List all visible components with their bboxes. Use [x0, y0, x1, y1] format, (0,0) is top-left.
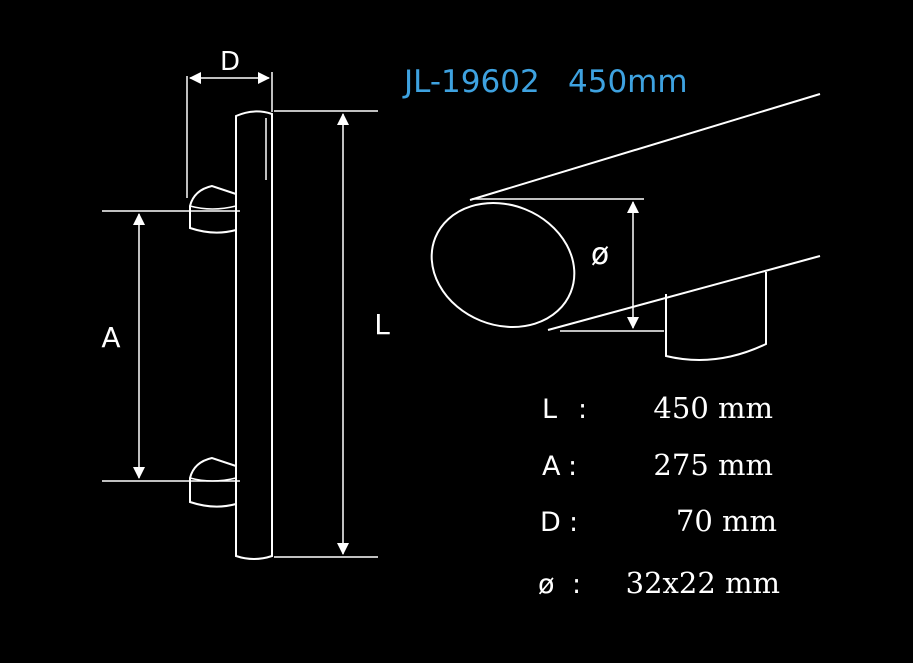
support-post [665, 272, 767, 361]
spec-sep-l: : [578, 394, 587, 425]
spec-key-phi: ø [538, 569, 555, 600]
spec-key-l: L [542, 394, 557, 425]
l-label: L [374, 308, 390, 341]
spec-value-phi: 32x22 mm [626, 566, 780, 600]
spec-table: L : 450 mm A : 275 mm D : 70 mm ø : 32x2… [538, 391, 780, 600]
oval-section [430, 202, 576, 328]
spec-sep-d: : [569, 507, 578, 538]
product-length: 450mm [568, 64, 688, 100]
product-model: JL-19602 [402, 64, 540, 100]
phi-label: ø [591, 237, 609, 272]
handle-bar [235, 110, 273, 560]
spec-key-d: D [540, 507, 561, 538]
a-label: A [101, 321, 120, 354]
spec-sep-a: : [568, 451, 577, 482]
section-view [430, 93, 821, 361]
side-view [102, 72, 378, 560]
d-label: D [220, 47, 240, 77]
lower-mount [189, 456, 237, 508]
spec-value-a: 275 mm [653, 448, 773, 482]
spec-value-l: 450 mm [653, 391, 773, 425]
spec-sep-phi: : [572, 569, 581, 600]
upper-mount [189, 184, 237, 234]
spec-value-d: 70 mm [676, 504, 777, 538]
spec-key-a: A [542, 451, 561, 482]
